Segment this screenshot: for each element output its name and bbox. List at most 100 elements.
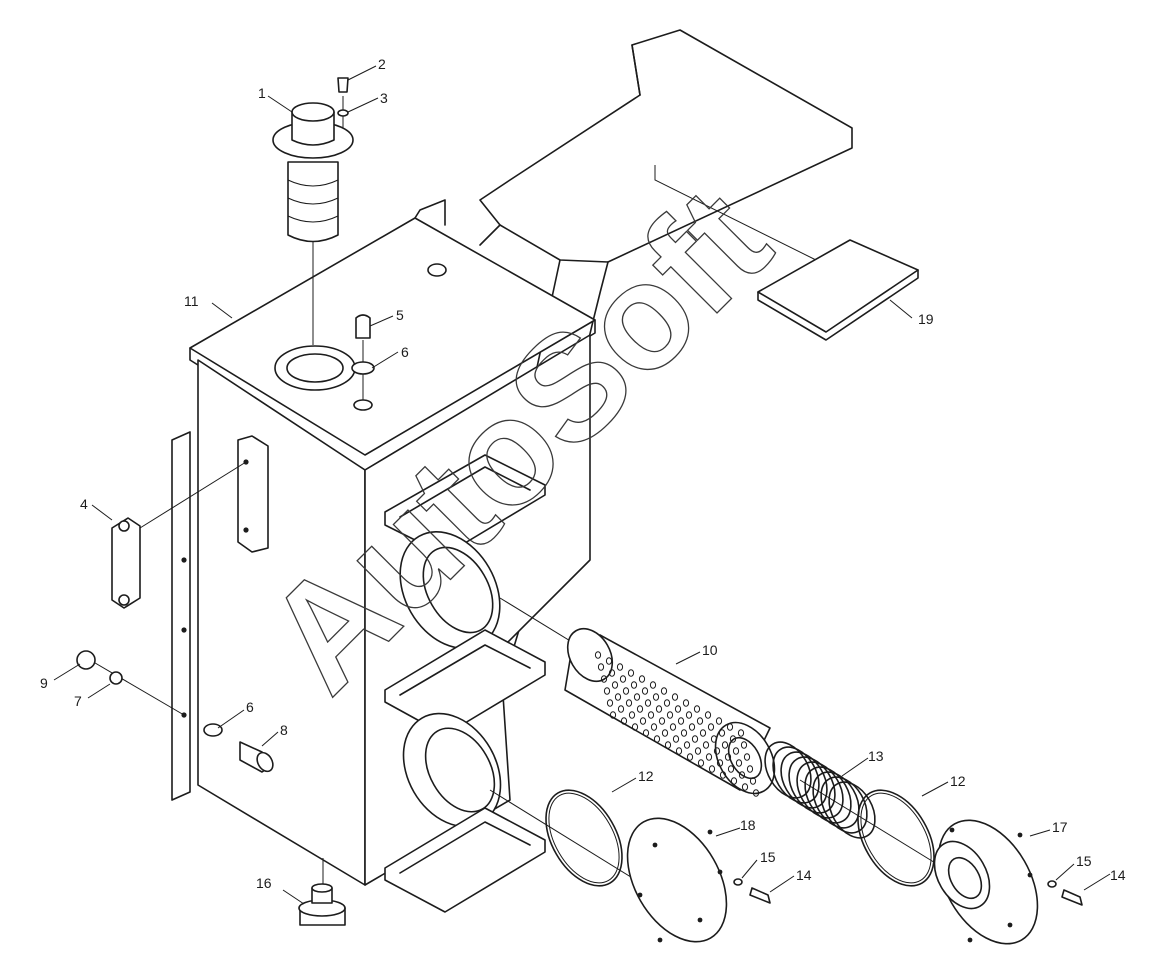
strainer-hole xyxy=(671,693,679,701)
strainer-hole xyxy=(655,705,663,713)
strainer-hole xyxy=(633,693,641,701)
strainer-hole xyxy=(642,729,650,737)
strainer-hole xyxy=(727,765,735,773)
strainer-hole xyxy=(716,759,724,767)
strainer-hole xyxy=(741,783,749,791)
spring-coil xyxy=(828,781,876,839)
callout-leaders xyxy=(53,65,1111,905)
strainer-hole xyxy=(652,693,660,701)
strainer-hole xyxy=(683,741,691,749)
callout-2: 2 xyxy=(378,56,386,72)
strainer-hole xyxy=(660,687,668,695)
strainer-hole xyxy=(710,735,718,743)
strainer-hole xyxy=(669,723,677,731)
spring-coil xyxy=(772,746,820,804)
strainer-hole xyxy=(611,681,619,689)
callout-7: 7 xyxy=(74,693,82,709)
callout-6-top: 6 xyxy=(401,344,409,360)
strainer-hole xyxy=(627,669,635,677)
strainer-hole xyxy=(619,675,627,683)
strainer-hole xyxy=(721,741,729,749)
strainer-hole xyxy=(697,759,705,767)
part-9-7-6-8-drain-fittings xyxy=(76,650,274,773)
strainer-hole xyxy=(631,723,639,731)
strainer-hole xyxy=(606,699,614,707)
strainer-hole xyxy=(617,705,625,713)
callout-1: 1 xyxy=(258,85,266,101)
callout-14-left: 14 xyxy=(796,867,812,883)
spring-coil xyxy=(796,761,844,819)
strainer-hole xyxy=(650,723,658,731)
strainer-hole xyxy=(666,711,674,719)
strainer-hole xyxy=(672,735,680,743)
strainer-hole xyxy=(752,789,760,797)
callout-15-right: 15 xyxy=(1076,853,1092,869)
strainer-hole xyxy=(608,669,616,677)
strainer-hole xyxy=(730,777,738,785)
strainer-hole xyxy=(675,747,683,755)
strainer-hole xyxy=(639,717,647,725)
callout-16: 16 xyxy=(256,875,272,891)
callout-13: 13 xyxy=(868,748,884,764)
part-1-filler-breather xyxy=(272,102,354,345)
callout-8: 8 xyxy=(280,722,288,738)
part-18-cover-plate xyxy=(626,817,771,943)
callout-12-right: 12 xyxy=(950,773,966,789)
strainer-hole xyxy=(685,711,693,719)
strainer-hole xyxy=(661,729,669,737)
callout-17: 17 xyxy=(1052,819,1068,835)
part-13-spring xyxy=(764,741,876,839)
strainer-hole xyxy=(620,717,628,725)
strainer-hole xyxy=(658,717,666,725)
strainer-hole xyxy=(625,699,633,707)
callout-12-left: 12 xyxy=(638,768,654,784)
callout-18: 18 xyxy=(740,817,756,833)
strainer-hole xyxy=(732,747,740,755)
strainer-hole xyxy=(743,753,751,761)
callout-4: 4 xyxy=(80,496,88,512)
strainer-hole xyxy=(605,657,613,665)
strainer-hole xyxy=(603,687,611,695)
strainer-hole xyxy=(638,675,646,683)
callout-19: 19 xyxy=(918,311,934,327)
strainer-hole xyxy=(622,687,630,695)
part-19-pad xyxy=(757,239,919,341)
strainer-hole xyxy=(749,777,757,785)
strainer-hole xyxy=(702,741,710,749)
strainer-hole xyxy=(600,675,608,683)
part-10-suction-strainer xyxy=(499,597,776,797)
spring-coil xyxy=(780,751,828,809)
part-16-drain-plug xyxy=(298,858,346,926)
strainer-hole xyxy=(628,711,636,719)
part-5-6-plug-washer xyxy=(351,314,375,411)
strainer-hole xyxy=(718,729,726,737)
strainer-hole xyxy=(636,705,644,713)
strainer-hole xyxy=(609,711,617,719)
strainer-hole xyxy=(680,729,688,737)
strainer-hole xyxy=(694,747,702,755)
strainer-hole xyxy=(663,699,671,707)
strainer-hole xyxy=(691,735,699,743)
callout-numbers: 1 2 3 4 5 6 6 7 8 9 10 11 12 12 13 14 14… xyxy=(40,56,1126,891)
strainer-hole xyxy=(647,711,655,719)
part-11-hydraulic-tank xyxy=(171,199,596,913)
callout-3: 3 xyxy=(380,90,388,106)
part-2-3-screw-washer xyxy=(337,77,349,128)
strainer-hole xyxy=(594,651,602,659)
spring-coil xyxy=(804,766,852,824)
strainer-hole xyxy=(737,729,745,737)
callout-10: 10 xyxy=(702,642,718,658)
strainer-hole xyxy=(738,771,746,779)
strainer-hole xyxy=(704,711,712,719)
spring-coil xyxy=(764,741,812,799)
strainer-hole xyxy=(705,753,713,761)
strainer-hole xyxy=(644,699,652,707)
strainer-hole xyxy=(616,663,624,671)
strainer-hole xyxy=(724,753,732,761)
strainer-hole xyxy=(674,705,682,713)
strainer-hole xyxy=(653,735,661,743)
strainer-hole xyxy=(719,771,727,779)
strainer-hole xyxy=(715,717,723,725)
strainer-hole xyxy=(597,663,605,671)
